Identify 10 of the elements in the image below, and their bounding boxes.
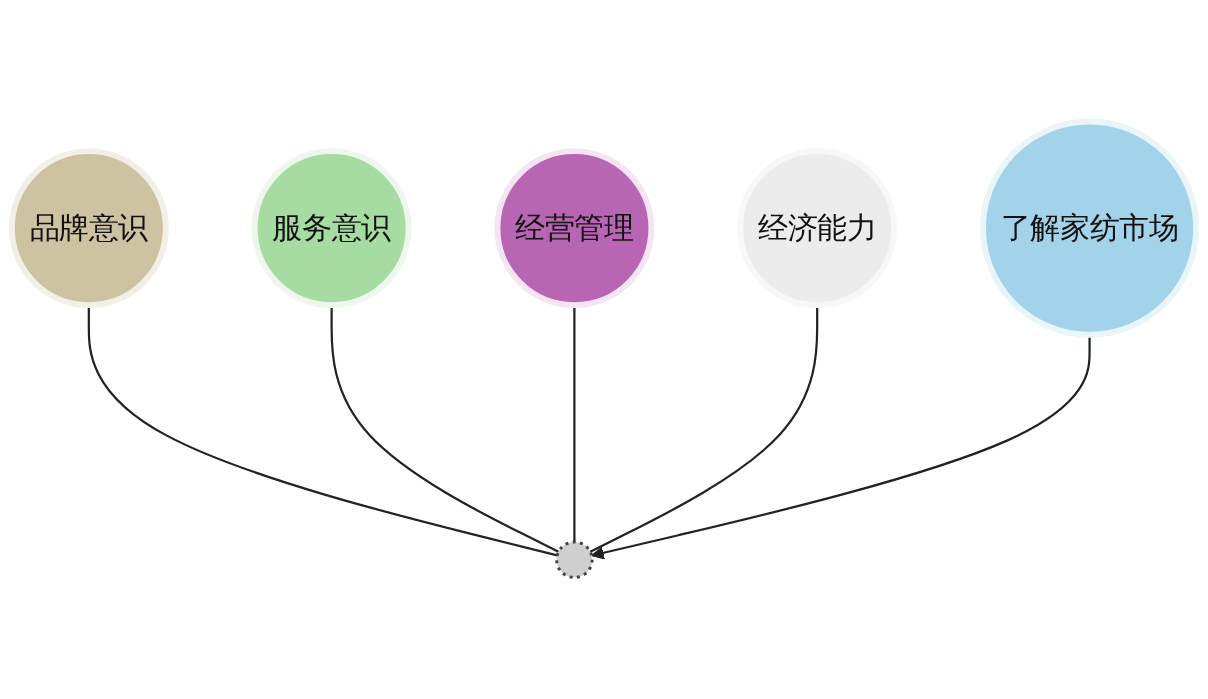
- node-circle: 经济能力: [737, 148, 898, 309]
- connector: [330, 305, 559, 553]
- connector: [87, 305, 558, 557]
- connector: [573, 305, 576, 542]
- connector: [589, 305, 819, 553]
- node-circle: 了解家纺市场: [980, 118, 1200, 338]
- node-circle: 服务意识: [251, 148, 412, 309]
- node-circle: 经营管理: [494, 148, 655, 309]
- node-circle: 品牌意识: [8, 148, 169, 309]
- node-circle: [555, 540, 594, 579]
